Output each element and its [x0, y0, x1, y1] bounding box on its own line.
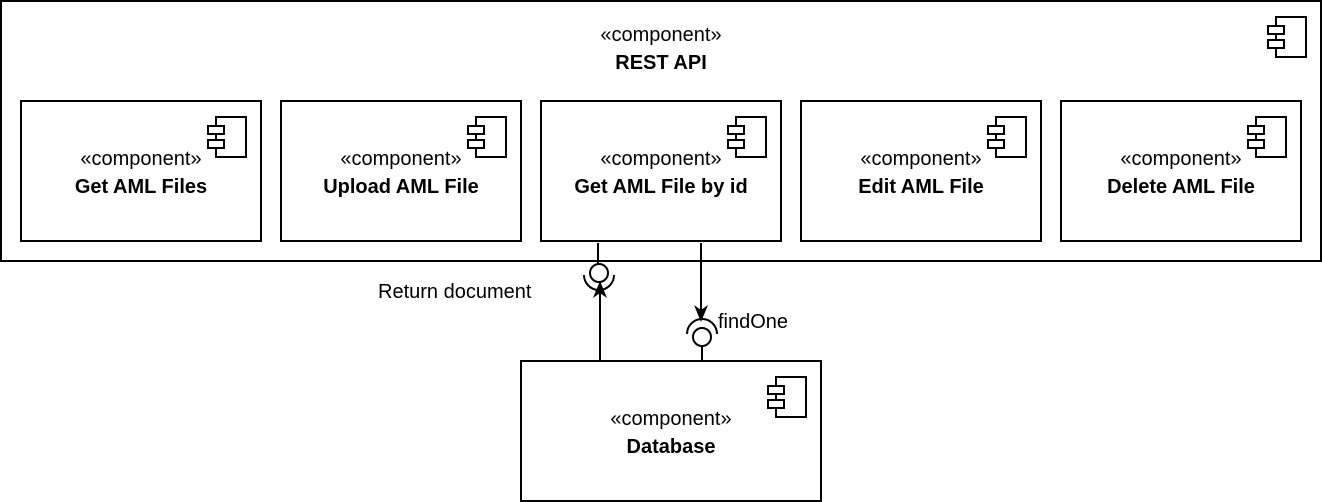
endpoint-name: Upload AML File — [323, 176, 479, 198]
endpoint-stereotype: «component» — [340, 148, 462, 170]
component-icon — [767, 376, 807, 418]
rest-api-title: REST API — [615, 52, 707, 74]
endpoint-delete-aml-file: «component» Delete AML File — [1060, 100, 1302, 242]
socket-arc — [583, 274, 615, 291]
endpoint-name: Delete AML File — [1107, 176, 1255, 198]
endpoint-stereotype: «component» — [1120, 148, 1242, 170]
endpoint-edit-aml-file: «component» Edit AML File — [800, 100, 1042, 242]
database-name: Database — [626, 436, 716, 458]
endpoint-get-aml-files: «component» Get AML Files — [20, 100, 262, 242]
lollipop-ball — [589, 263, 609, 283]
socket-arc — [686, 318, 718, 335]
endpoint-stereotype: «component» — [860, 148, 982, 170]
endpoint-name: Get AML Files — [74, 176, 208, 198]
component-icon — [1267, 16, 1307, 58]
return-document-label: Return document — [378, 281, 532, 303]
component-icon — [727, 116, 767, 158]
endpoint-stereotype: «component» — [80, 148, 202, 170]
component-icon — [987, 116, 1027, 158]
endpoint-get-aml-file-by-id: «component» Get AML File by id — [540, 100, 782, 242]
find-one-interface — [686, 243, 718, 360]
component-icon — [1247, 116, 1287, 158]
endpoint-stereotype: «component» — [600, 148, 722, 170]
lollipop-ball — [692, 327, 712, 347]
endpoint-upload-aml-file: «component» Upload AML File — [280, 100, 522, 242]
component-icon — [207, 116, 247, 158]
component-icon — [467, 116, 507, 158]
endpoint-name: Edit AML File — [858, 176, 984, 198]
database-component: «component» Database — [520, 360, 822, 502]
database-stereotype: «component» — [610, 408, 732, 430]
endpoint-name: Get AML File by id — [574, 176, 748, 198]
find-one-label: findOne — [718, 311, 789, 333]
rest-api-stereotype: «component» — [600, 24, 722, 46]
return-document-interface — [583, 243, 615, 360]
